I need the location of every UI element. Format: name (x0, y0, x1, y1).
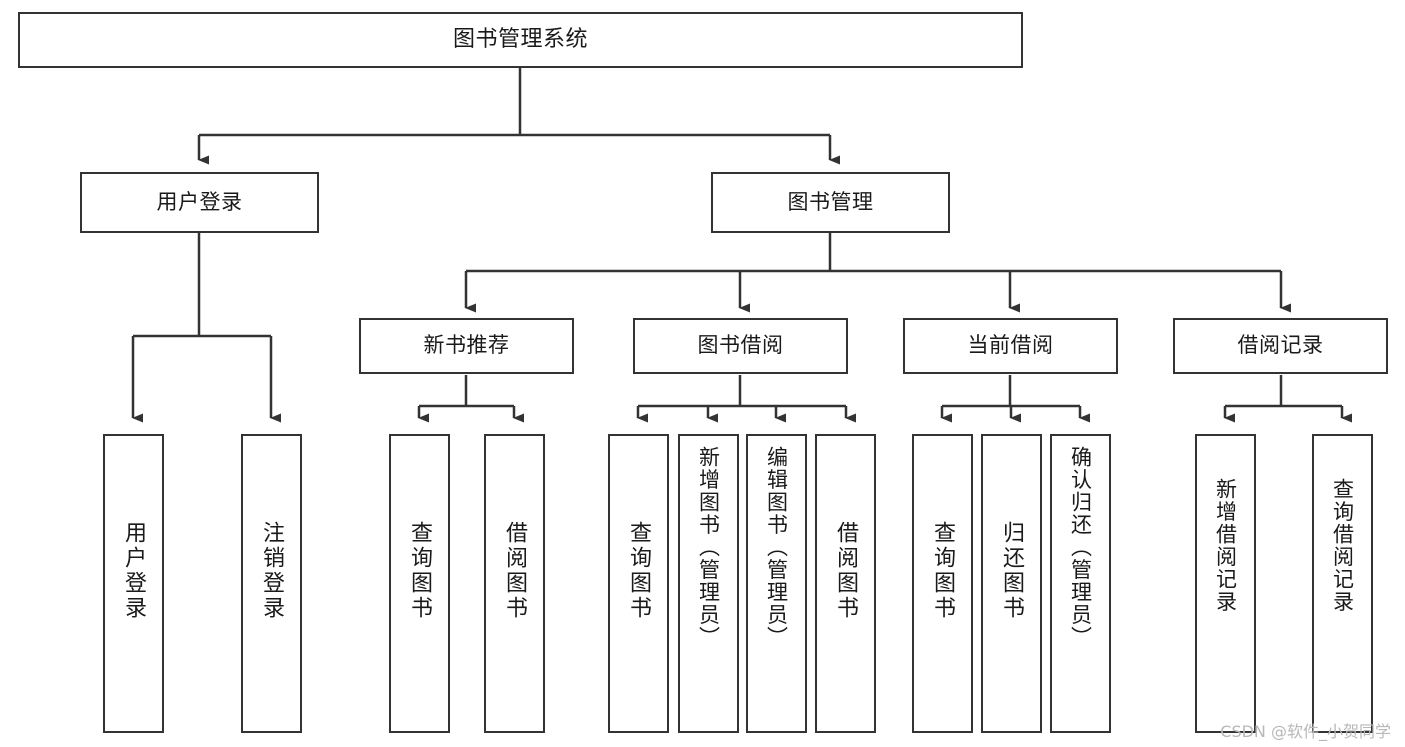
edge-current-to-leaves (940, 375, 1090, 423)
node-user-login[interactable]: 用户登录 (80, 172, 319, 233)
leaf-user-login[interactable]: 用户登录 (103, 434, 164, 733)
leaf-add-book-label: 新增图书（管理员） (696, 446, 721, 649)
node-book-management-label: 图书管理 (787, 189, 874, 214)
leaf-user-login-label: 用户登录 (121, 521, 147, 621)
leaf-add-record[interactable]: 新增借阅记录 (1195, 434, 1256, 733)
leaf-query-book-2[interactable]: 查询图书 (608, 434, 669, 733)
leaf-borrow-book-1[interactable]: 借阅图书 (484, 434, 545, 733)
leaf-edit-book[interactable]: 编辑图书（管理员） (746, 434, 807, 733)
leaf-query-record-label: 查询借阅记录 (1330, 478, 1355, 613)
edge-newbook-to-leaves (417, 375, 524, 423)
leaf-query-book-3[interactable]: 查询图书 (912, 434, 973, 733)
node-user-login-label: 用户登录 (156, 189, 243, 214)
node-root[interactable]: 图书管理系统 (18, 12, 1023, 68)
node-book-management[interactable]: 图书管理 (711, 172, 950, 233)
edge-record-to-leaves (1223, 375, 1352, 423)
leaf-return-book[interactable]: 归还图书 (981, 434, 1042, 733)
leaf-edit-book-label: 编辑图书（管理员） (764, 446, 789, 649)
leaf-logout-label: 注销登录 (259, 521, 285, 621)
node-current-borrow-label: 当前借阅 (967, 333, 1054, 358)
edge-root-to-level1 (197, 68, 840, 165)
node-borrow-record-label: 借阅记录 (1237, 333, 1324, 358)
node-current-borrow[interactable]: 当前借阅 (903, 318, 1118, 374)
leaf-logout[interactable]: 注销登录 (241, 434, 302, 733)
leaf-add-book[interactable]: 新增图书（管理员） (678, 434, 739, 733)
edge-bookmgmt-to-level2 (464, 233, 1291, 313)
leaf-query-record[interactable]: 查询借阅记录 (1312, 434, 1373, 733)
node-borrow-record[interactable]: 借阅记录 (1173, 318, 1388, 374)
leaf-query-book-1-label: 查询图书 (407, 521, 433, 621)
leaf-borrow-book-2-label: 借阅图书 (833, 521, 859, 621)
node-book-borrow[interactable]: 图书借阅 (633, 318, 848, 374)
leaf-add-record-label: 新增借阅记录 (1213, 478, 1238, 613)
node-book-borrow-label: 图书借阅 (697, 333, 784, 358)
leaf-query-book-1[interactable]: 查询图书 (389, 434, 450, 733)
leaf-borrow-book-2[interactable]: 借阅图书 (815, 434, 876, 733)
leaf-confirm-return[interactable]: 确认归还（管理员） (1050, 434, 1111, 733)
edge-borrow-to-leaves (636, 375, 856, 423)
node-root-label: 图书管理系统 (452, 26, 588, 52)
node-new-book-recommend[interactable]: 新书推荐 (359, 318, 574, 374)
leaf-borrow-book-1-label: 借阅图书 (502, 521, 528, 621)
leaf-query-book-3-label: 查询图书 (930, 521, 956, 621)
leaf-confirm-return-label: 确认归还（管理员） (1068, 446, 1093, 649)
leaf-query-book-2-label: 查询图书 (626, 521, 652, 621)
leaf-return-book-label: 归还图书 (999, 521, 1025, 621)
edge-userlogin-to-leaves (131, 233, 281, 423)
node-new-book-recommend-label: 新书推荐 (423, 333, 510, 358)
watermark: CSDN @软件_小贺同学 (1220, 722, 1391, 741)
